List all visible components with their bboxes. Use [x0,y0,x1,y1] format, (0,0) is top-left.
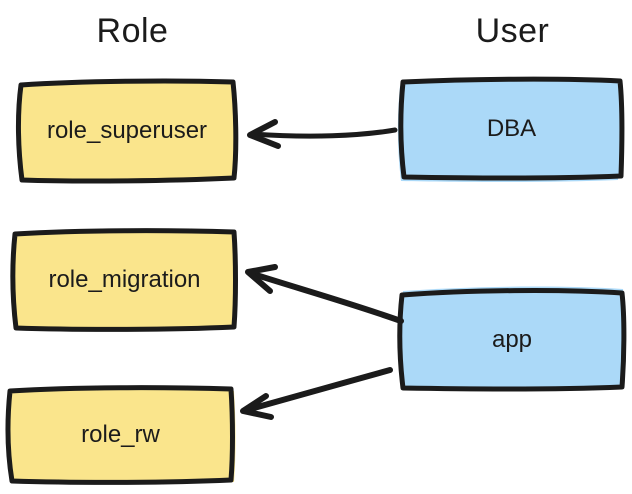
column-title-role: Role [96,11,169,50]
column-title-user: User [475,11,550,50]
node-shape-app [397,286,627,392]
edge-app-to-role-migration [245,264,404,324]
node-shape-dba [397,76,625,182]
node-shape-role-migration [10,228,238,332]
node-shape-role-superuser [15,78,239,184]
node-shape-role-rw [5,385,236,485]
edge-app-to-role-rw [240,367,393,420]
edge-dba-to-role-superuser [247,119,398,149]
